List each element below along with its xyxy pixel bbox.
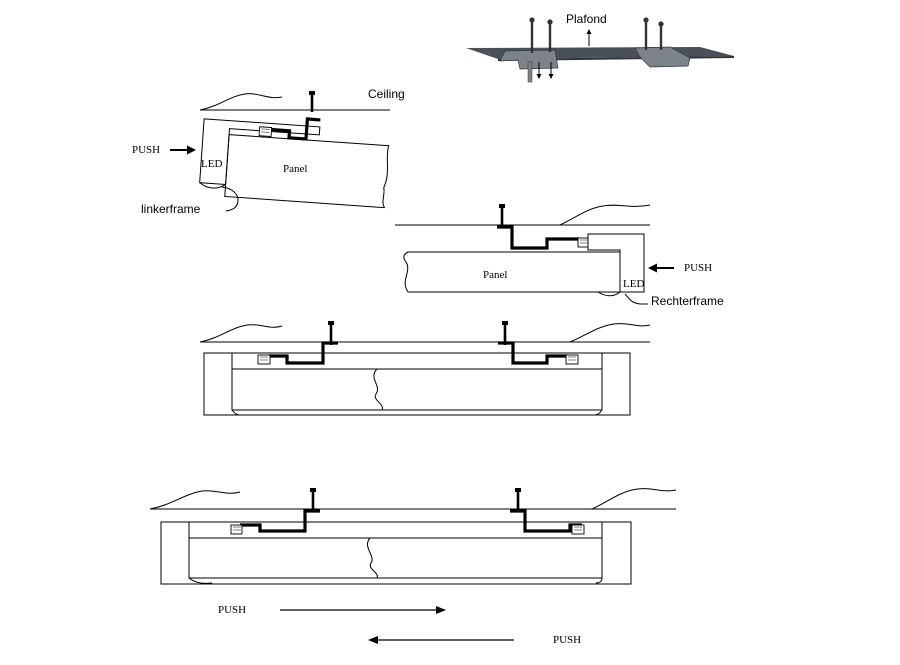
ceiling-wave	[149, 490, 241, 510]
frame-outer	[203, 352, 631, 416]
mounting-bracket-left	[240, 509, 320, 533]
mounting-bracket-right	[510, 509, 582, 533]
mounting-3d-illustration: Plafond	[466, 12, 734, 83]
right-frame-lip	[597, 291, 621, 297]
linkerframe-leader	[221, 186, 239, 212]
plafond-label: Plafond	[566, 12, 607, 26]
led-left-label: LED	[201, 158, 222, 170]
screw-icon	[310, 488, 316, 511]
step4-alignment-diagram: PUSH PUSH	[149, 488, 677, 646]
mounting-bracket-left	[269, 117, 321, 141]
screw-icon	[515, 488, 521, 511]
screw-icon	[643, 17, 649, 50]
screw-icon	[529, 17, 535, 53]
frame-outer	[160, 521, 632, 585]
arrow-left-icon	[648, 263, 674, 273]
mounting-bracket-left	[268, 341, 338, 365]
arrow-up-icon	[586, 29, 592, 46]
clip-icon	[258, 126, 273, 138]
screw-icon	[547, 19, 553, 52]
panel-break	[366, 537, 378, 579]
frame-foot-right	[595, 577, 603, 584]
arrow-down-icon	[536, 62, 542, 79]
push-left-label: PUSH	[132, 144, 160, 156]
panel-left	[224, 134, 390, 209]
panel-right	[403, 251, 621, 293]
frame-inner	[231, 353, 603, 411]
step3-assembled-diagram	[199, 321, 651, 416]
linkerframe-label: linkerframe	[141, 202, 201, 216]
push-right-label: PUSH	[684, 262, 712, 274]
rechterframe-label: Rechterframe	[651, 294, 724, 308]
ceiling-wave	[569, 323, 651, 343]
arrow-left-icon	[368, 636, 514, 644]
mounting-bracket-right	[497, 225, 580, 250]
mounting-bracket-right	[498, 341, 568, 365]
panel-break	[373, 368, 383, 411]
ceiling-wave	[199, 324, 283, 343]
step2-right-frame-diagram: Panel LED PUSH Rechterframe	[395, 204, 724, 308]
ceiling-wave	[559, 204, 651, 226]
arrow-down-icon	[548, 62, 554, 79]
screw-icon	[309, 91, 315, 112]
arrow-right-icon	[280, 606, 446, 614]
push-bottom-left-label: PUSH	[553, 634, 581, 646]
push-bottom-right-label: PUSH	[218, 604, 246, 616]
clip-icon	[230, 524, 243, 535]
frame-foot-left	[231, 409, 241, 416]
ceiling-label: Ceiling	[368, 87, 405, 101]
clip-icon	[571, 524, 585, 535]
panel-left-label: Panel	[283, 163, 307, 175]
left-frame-lip	[199, 182, 226, 189]
panel-right-label: Panel	[483, 269, 507, 281]
ceiling-wave	[199, 93, 283, 111]
clip-icon	[565, 354, 579, 365]
bracket-3d-left	[499, 49, 559, 70]
frame-foot-left	[188, 577, 213, 584]
frame-inner	[188, 522, 603, 579]
step1-left-frame-diagram: Ceiling LED Panel PUSH linkerframe	[132, 87, 405, 216]
screw-icon	[499, 204, 505, 227]
bracket-3d-right	[634, 46, 691, 68]
ceiling-wave	[591, 488, 677, 510]
arrow-right-icon	[170, 145, 196, 155]
frame-foot-right	[593, 409, 603, 416]
led-right-label: LED	[623, 278, 644, 290]
rechterframe-leader	[624, 293, 648, 305]
screw-icon	[658, 21, 664, 50]
clip-icon	[257, 354, 271, 365]
